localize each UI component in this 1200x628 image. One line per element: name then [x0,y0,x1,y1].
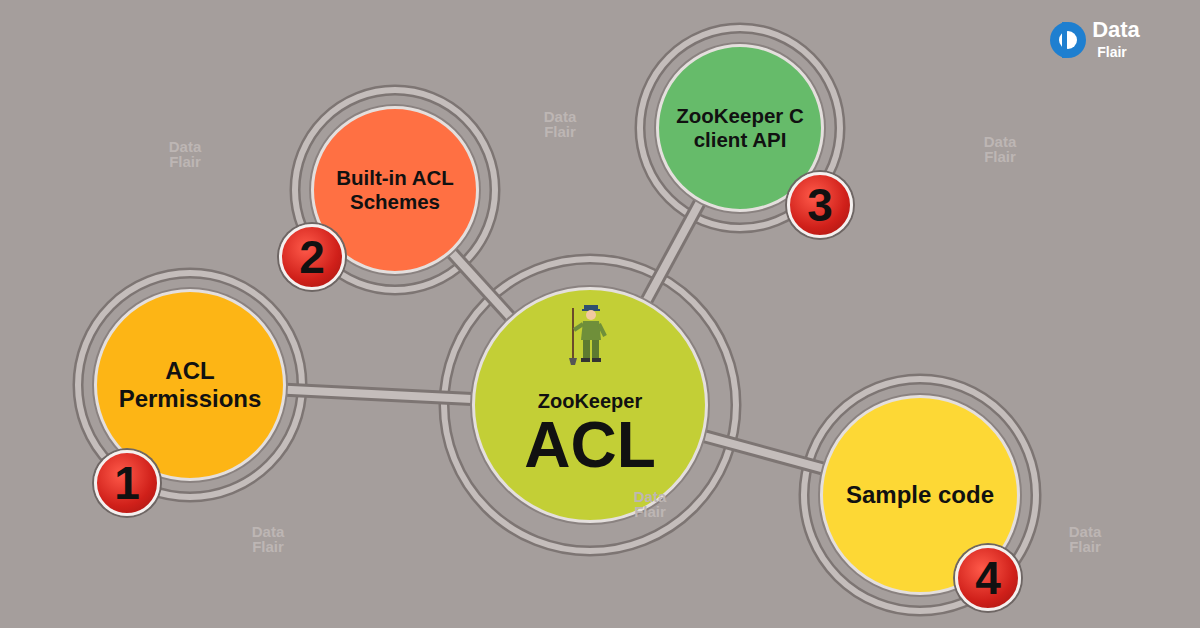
callout-number: 3 [787,172,853,238]
topic-label: ACL Permissions [115,357,265,412]
connector-tube [451,252,510,317]
topic-label: Built-in ACL Schemes [319,166,471,213]
watermark: Data Flair [238,524,298,554]
callout-number: 4 [955,545,1021,611]
connector-line [646,202,700,301]
connector-tube [704,436,824,469]
connector-line [646,202,700,301]
ring [804,379,1036,611]
callout-number: 2 [279,224,345,290]
logo-icon [1050,22,1086,58]
topic-label: ZooKeeper C client API [665,104,815,151]
callout-number: 1 [94,450,160,516]
topic-label: Sample code [846,481,994,509]
connector-line [704,436,824,469]
watermark: Data Flair [1055,524,1115,554]
hub-title: ACL [524,413,656,477]
watermark: Data Flair [970,134,1030,164]
logo-text: Data [1092,17,1140,43]
ring [444,259,736,551]
hub-circle: ZooKeeperACL [472,287,708,523]
connector-line [451,252,510,317]
ring [804,379,1036,611]
ring [444,259,736,551]
connector-line [704,436,824,469]
connector-line [286,390,472,399]
watermark: Data Flair [620,489,680,519]
connector-tube [286,390,472,399]
watermark: Data Flair [530,109,590,139]
zookeeper-figure [565,302,615,366]
connector-line [451,252,510,317]
connector-line [286,390,472,399]
watermark: Data Flair [155,139,215,169]
connector-tube [646,202,700,301]
logo-text: Flair [1097,44,1127,60]
hub-subtitle: ZooKeeper [538,390,642,413]
